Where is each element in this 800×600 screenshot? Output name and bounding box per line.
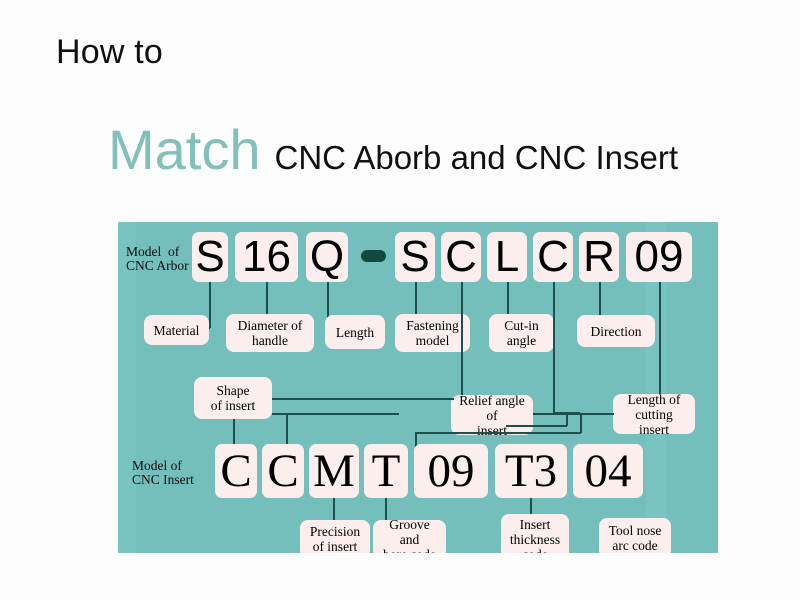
leader-relief-long — [553, 282, 555, 413]
route-relief-h — [533, 413, 582, 415]
route-relief-v2 — [415, 432, 417, 448]
panel-band-left — [118, 222, 136, 553]
leader-fastening — [415, 282, 417, 318]
label-material[interactable]: Material — [144, 315, 209, 345]
leader-cutin — [507, 282, 509, 318]
route-relief-v — [580, 413, 582, 433]
arbor-tile-diameter[interactable]: 16 — [235, 232, 298, 282]
label-diameter[interactable]: Diameter of handle — [226, 314, 314, 352]
panel-band-right — [646, 222, 666, 553]
arbor-tile-cutlength[interactable]: 09 — [626, 232, 692, 282]
arbor-tile-shape[interactable]: C — [441, 232, 481, 282]
leader-shape-long — [461, 282, 463, 408]
leader-material — [209, 282, 211, 328]
leader-relief-long-h — [553, 412, 580, 414]
route-cutlen-h2 — [506, 425, 567, 427]
leader-length — [327, 282, 329, 318]
row-title-arbor: Model of CNC Arbor — [126, 244, 189, 273]
arbor-separator-dash — [361, 250, 386, 262]
leader-groove — [385, 498, 387, 526]
label-relief-angle-of-insert[interactable]: Relief angle of insert — [451, 393, 533, 438]
arbor-tile-fastening[interactable]: S — [395, 232, 435, 282]
row-title-insert: Model of CNC Insert — [132, 458, 194, 487]
route-shape-h2 — [272, 413, 399, 415]
leader-thickness — [530, 498, 532, 519]
arbor-tile-cutin[interactable]: L — [487, 232, 527, 282]
route-relief-h2 — [415, 432, 581, 434]
label-shape-of-insert[interactable]: Shape of insert — [194, 377, 272, 419]
route-shape-v1 — [233, 419, 235, 446]
label-fastening[interactable]: Fastening model — [395, 314, 470, 352]
label-length[interactable]: Length — [325, 315, 385, 349]
route-shape-h1 — [272, 398, 454, 400]
label-length-cutting-insert[interactable]: Length of cutting insert — [613, 392, 695, 437]
label-tool-nose-arc-code[interactable]: Tool nose arc code — [599, 518, 671, 553]
insert-tile-nosearc[interactable]: 04 — [573, 444, 643, 498]
insert-tile-relief[interactable]: C — [262, 444, 304, 498]
label-cutin[interactable]: Cut-in angle — [489, 314, 554, 352]
insert-tile-shape[interactable]: C — [215, 444, 257, 498]
subtitle-accent-word: Match — [108, 118, 261, 181]
insert-tile-groove[interactable]: T — [364, 444, 408, 498]
leader-diameter — [266, 282, 268, 318]
arbor-tile-length[interactable]: Q — [306, 232, 348, 282]
arbor-tile-material[interactable]: S — [192, 232, 228, 282]
route-shape-v2 — [286, 413, 288, 446]
route-cutlen-h — [566, 413, 614, 415]
arbor-tile-relief[interactable]: C — [533, 232, 573, 282]
leader-direction — [599, 282, 601, 318]
label-groove-and-bore-code[interactable]: Groove and bore code — [373, 517, 446, 553]
label-precision-of-insert[interactable]: Precision of insert — [300, 520, 370, 553]
insert-tile-precision[interactable]: M — [309, 444, 359, 498]
insert-tile-cutlength[interactable]: 09 — [414, 444, 488, 498]
subtitle-rest: CNC Aborb and CNC Insert — [274, 139, 679, 176]
page-title-howto: How to — [56, 33, 164, 71]
leader-cutlen-long — [659, 282, 661, 412]
label-direction[interactable]: Direction — [577, 315, 655, 347]
insert-tile-thickness[interactable]: T3 — [495, 444, 567, 498]
page-subtitle: Match CNC Aborb and CNC Insert — [108, 122, 678, 178]
arbor-tile-direction[interactable]: R — [579, 232, 619, 282]
label-insert-thickness[interactable]: Insert thickness code — [501, 514, 569, 553]
diagram-panel: Model of CNC Arbor S 16 Q S C L C R 09 M… — [118, 222, 718, 553]
leader-precision — [333, 498, 335, 526]
route-cutlen-v — [566, 413, 568, 426]
